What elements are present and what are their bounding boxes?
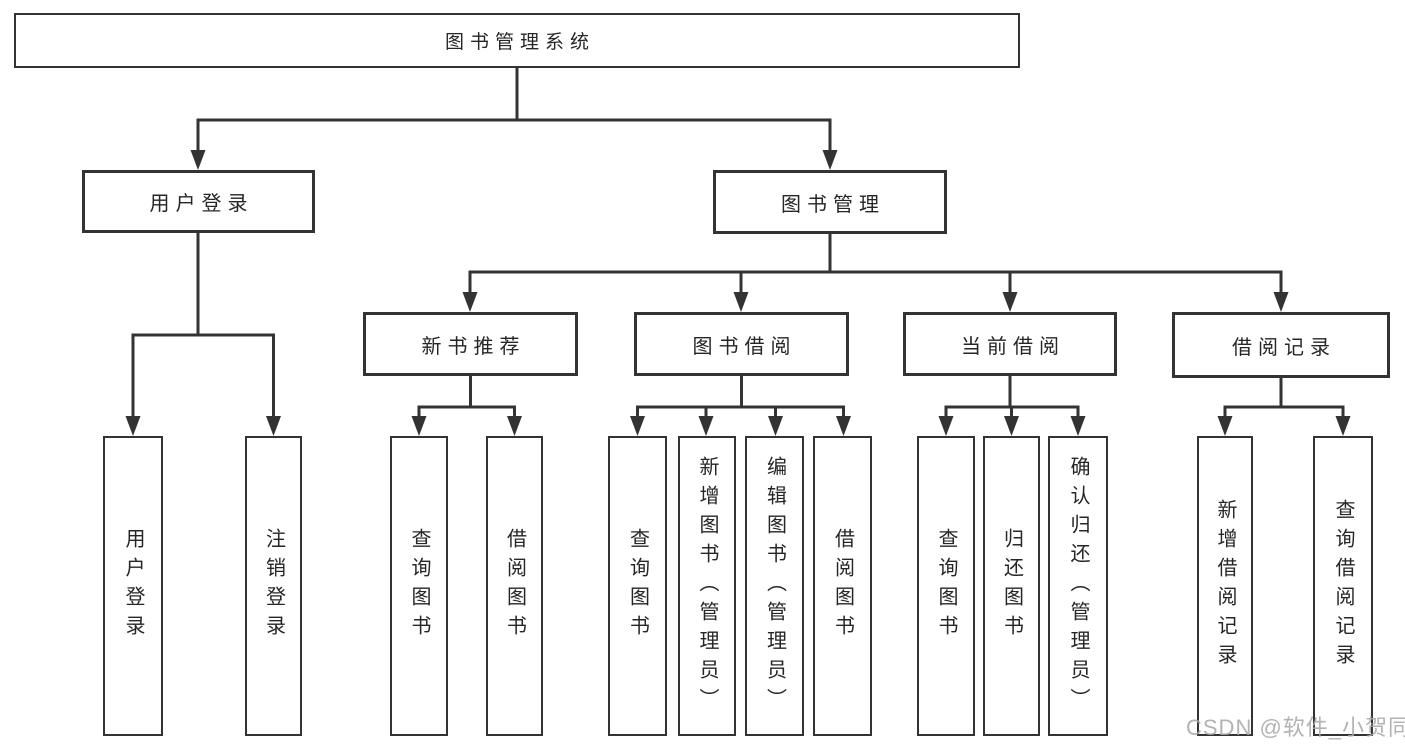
leaf-user-login: 用户登录 bbox=[103, 436, 163, 736]
arrowhead-icon bbox=[768, 416, 783, 436]
leaf-label: 新增借阅记录 bbox=[1214, 499, 1236, 673]
leaf-add-borrow-record: 新增借阅记录 bbox=[1197, 436, 1253, 736]
node-book-management: 图书管理 bbox=[713, 170, 947, 234]
leaf-query-borrow-record: 查询借阅记录 bbox=[1313, 436, 1373, 736]
watermark: CSDN @软件_小贺同学 bbox=[1186, 715, 1405, 740]
arrowhead-icon bbox=[1217, 416, 1233, 436]
leaf-label: 注销登录 bbox=[262, 528, 285, 644]
arrowhead-icon bbox=[266, 416, 281, 436]
leaf-query-books-borrowing: 查询图书 bbox=[608, 436, 667, 736]
arrowhead-icon bbox=[1004, 416, 1019, 436]
leaf-label: 确认归还（管理员） bbox=[1067, 455, 1089, 717]
node-root-library-system: 图书管理系统 bbox=[14, 13, 1020, 68]
arrowhead-icon bbox=[836, 416, 851, 436]
leaf-label: 查询图书 bbox=[408, 528, 430, 644]
arrowhead-icon bbox=[507, 416, 522, 436]
leaf-borrow-books-recommend: 借阅图书 bbox=[486, 436, 543, 736]
leaf-borrow-books-borrowing: 借阅图书 bbox=[813, 436, 872, 736]
leaf-label: 借阅图书 bbox=[831, 528, 854, 644]
arrowhead-icon bbox=[1335, 416, 1351, 436]
arrowhead-icon bbox=[938, 416, 954, 436]
arrowhead-icon bbox=[462, 292, 478, 312]
arrowhead-icon bbox=[822, 150, 838, 170]
node-user-login: 用户登录 bbox=[82, 170, 315, 233]
leaf-return-book: 归还图书 bbox=[983, 436, 1040, 736]
arrowhead-icon bbox=[1273, 292, 1289, 312]
arrowhead-icon bbox=[630, 416, 645, 436]
arrowhead-icon bbox=[1002, 292, 1018, 312]
node-new-book-recommend: 新书推荐 bbox=[363, 312, 578, 376]
arrowhead-icon bbox=[125, 416, 141, 436]
arrowhead-icon bbox=[190, 150, 206, 170]
leaf-add-book-admin: 新增图书（管理员） bbox=[678, 436, 736, 736]
arrowhead-icon bbox=[733, 292, 749, 312]
edge-current-borrowing-children bbox=[938, 374, 1086, 436]
leaf-label: 新增图书（管理员） bbox=[696, 455, 718, 717]
arrowhead-icon bbox=[411, 416, 427, 436]
node-borrow-records: 借阅记录 bbox=[1172, 312, 1390, 378]
arrowhead-icon bbox=[698, 416, 714, 436]
leaf-label: 查询图书 bbox=[626, 528, 649, 644]
node-book-borrowing: 图书借阅 bbox=[634, 312, 849, 376]
leaf-query-books-current: 查询图书 bbox=[917, 436, 975, 736]
leaf-label: 编辑图书（管理员） bbox=[763, 455, 786, 717]
leaf-query-books-recommend: 查询图书 bbox=[390, 436, 448, 736]
arrowhead-icon bbox=[1070, 416, 1086, 436]
edge-root-to-level2 bbox=[190, 66, 838, 170]
leaf-label: 用户登录 bbox=[122, 528, 144, 644]
edge-borrow-records-children bbox=[1217, 376, 1351, 436]
leaf-logout: 注销登录 bbox=[245, 436, 302, 736]
edge-user-login-children bbox=[125, 231, 281, 436]
edge-book-management-children bbox=[462, 232, 1289, 312]
leaf-label: 借阅图书 bbox=[503, 528, 526, 644]
leaf-confirm-return-admin: 确认归还（管理员） bbox=[1048, 436, 1108, 736]
leaf-edit-book-admin: 编辑图书（管理员） bbox=[745, 436, 804, 736]
leaf-label: 查询图书 bbox=[935, 528, 957, 644]
edge-book-borrowing-children bbox=[630, 374, 851, 436]
leaf-label: 查询借阅记录 bbox=[1332, 499, 1354, 673]
edge-new-book-children bbox=[411, 374, 522, 436]
leaf-label: 归还图书 bbox=[1000, 528, 1023, 644]
node-current-borrowing: 当前借阅 bbox=[903, 312, 1117, 376]
